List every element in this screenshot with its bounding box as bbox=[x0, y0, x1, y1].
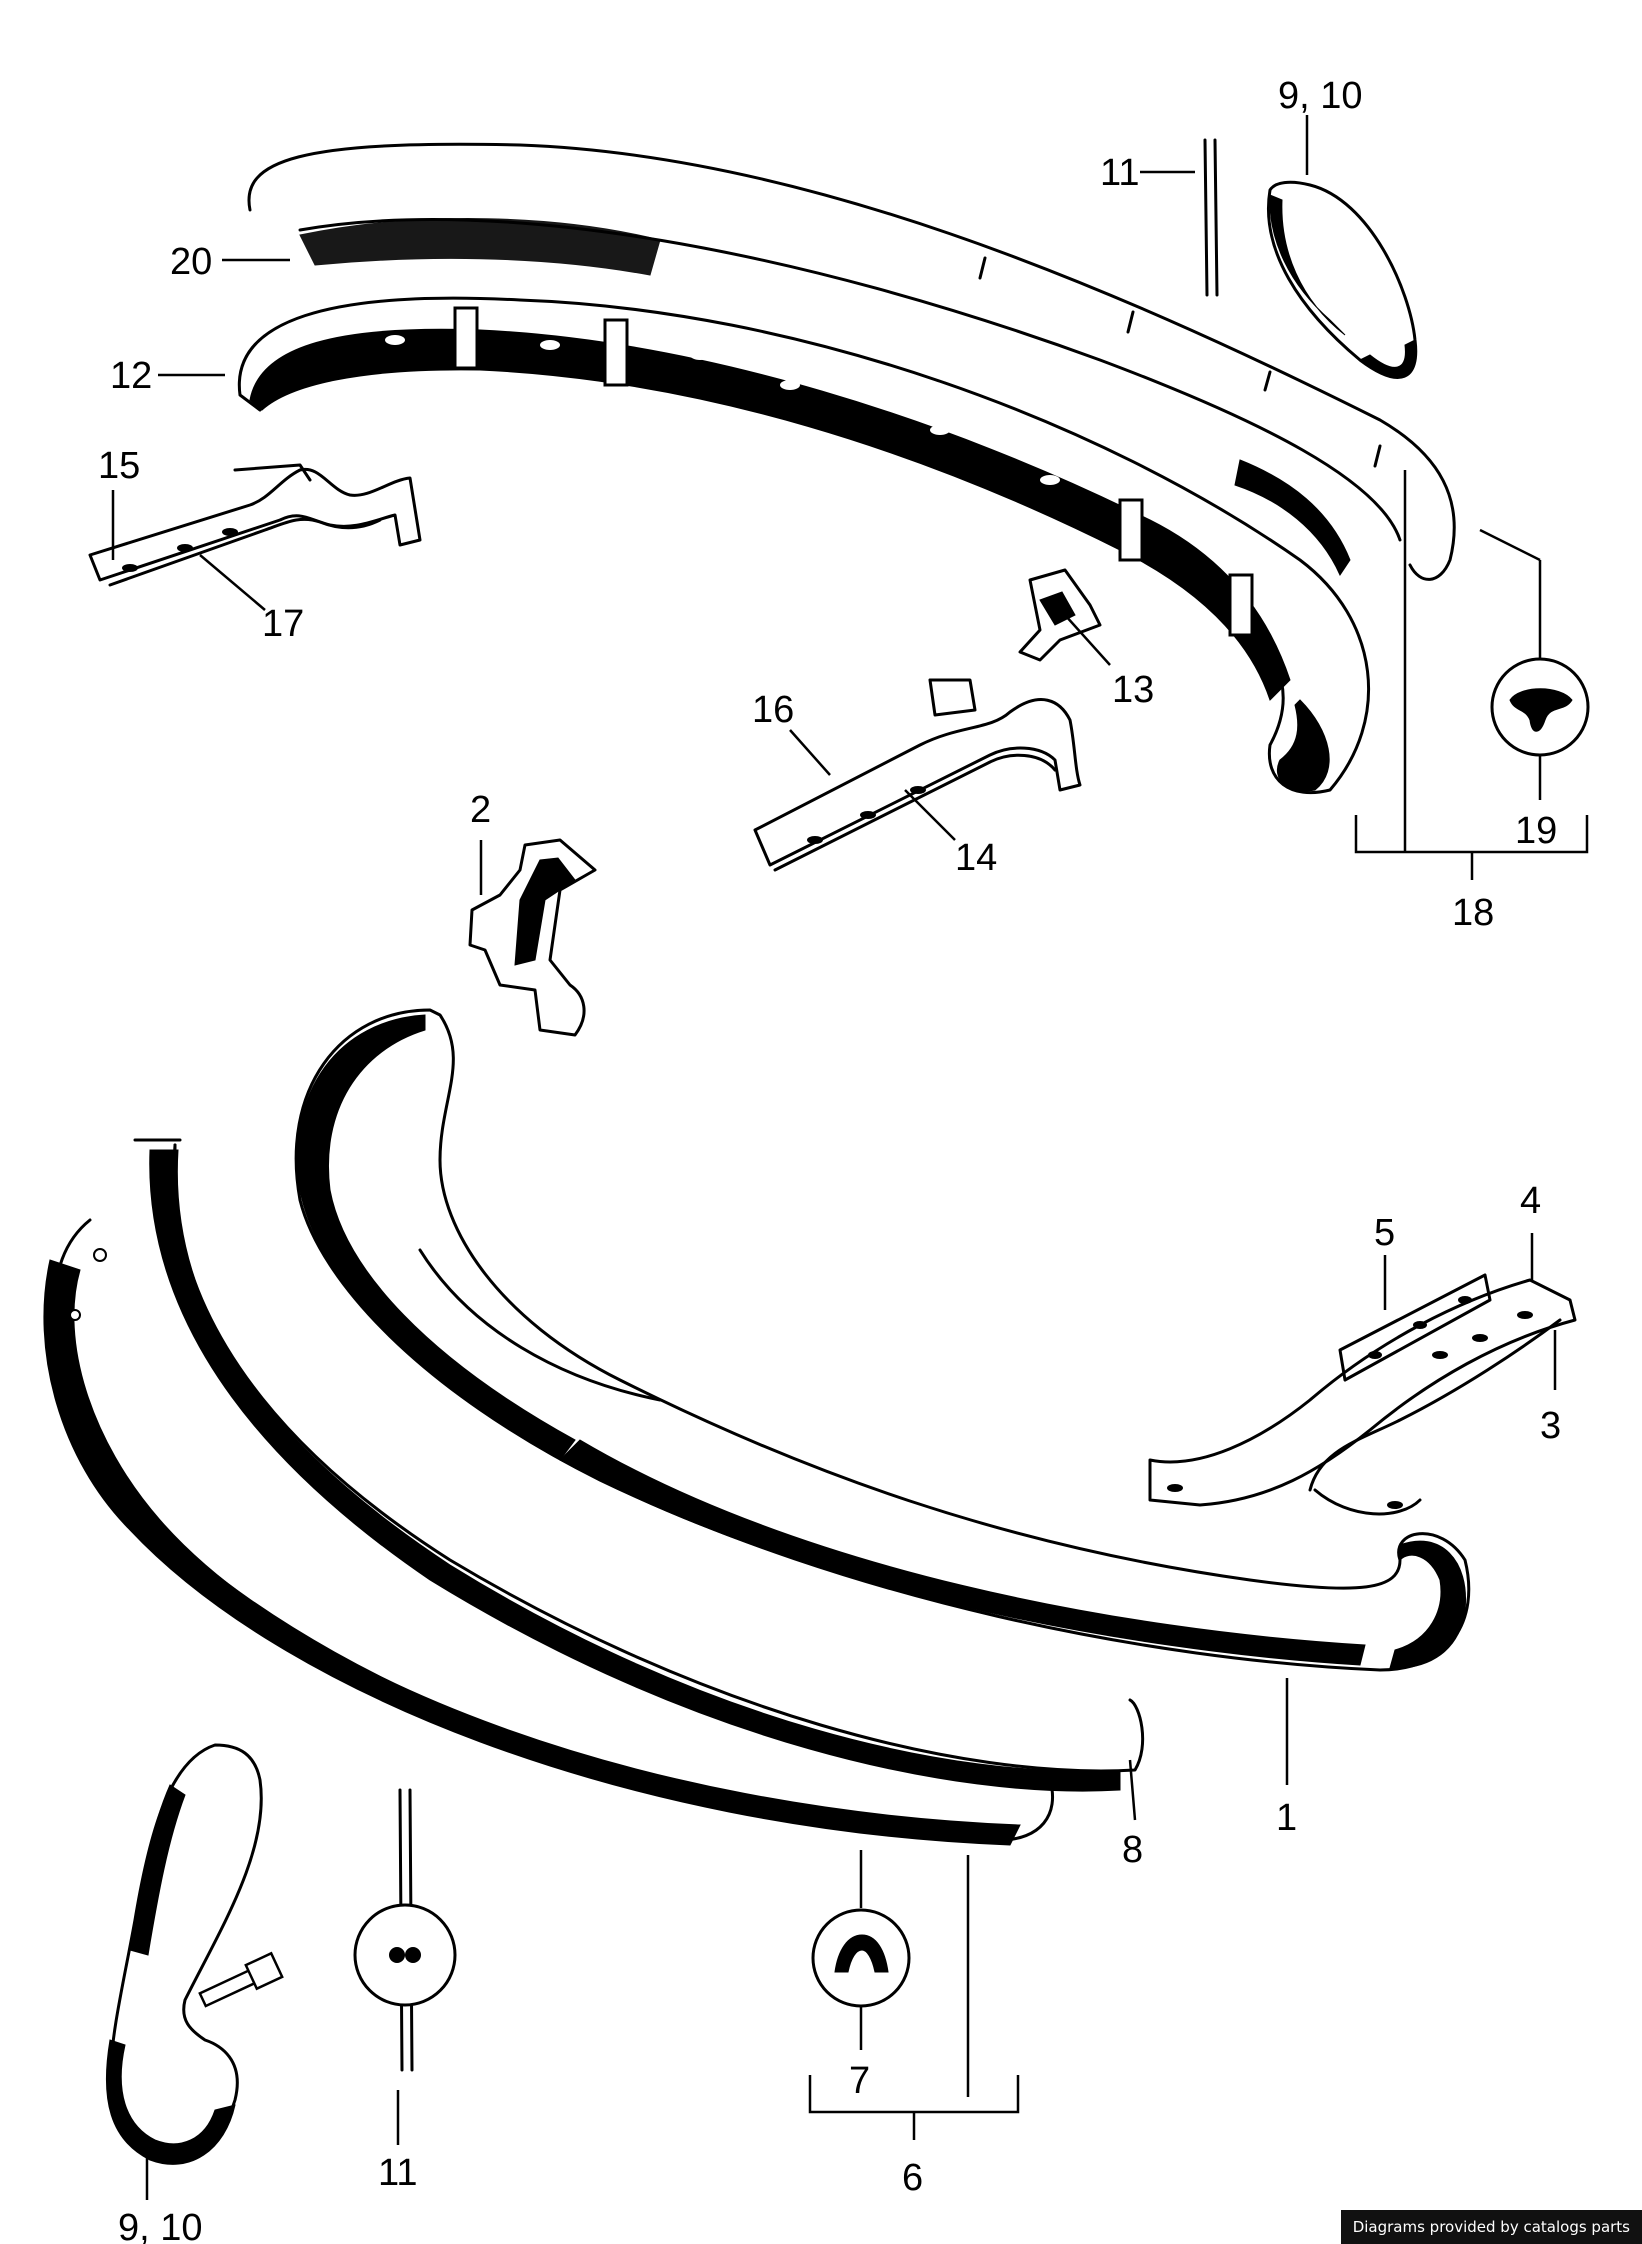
label-9-10-bottom: 9, 10 bbox=[118, 2207, 203, 2244]
label-11-top: 11 bbox=[1100, 152, 1139, 194]
label-9-10-top: 9, 10 bbox=[1278, 75, 1363, 117]
lower-bottom-bead bbox=[43, 1218, 1055, 1846]
bracket-plate bbox=[1338, 1273, 1492, 1382]
label-5: 5 bbox=[1374, 1212, 1395, 1254]
trim-bolts bbox=[978, 256, 1382, 468]
label-16: 16 bbox=[752, 689, 794, 731]
label-7: 7 bbox=[849, 2060, 870, 2102]
upper-bumper-blade bbox=[237, 296, 1371, 795]
end-cap-bottom bbox=[105, 1743, 284, 2165]
upper-bumper-trim-strip bbox=[247, 142, 1456, 581]
label-17: 17 bbox=[262, 603, 304, 645]
label-14: 14 bbox=[955, 837, 997, 879]
label-11-bottom: 11 bbox=[378, 2152, 417, 2194]
label-20: 20 bbox=[170, 241, 212, 283]
callout-labels: 9, 10 11 20 12 15 17 13 16 14 19 18 2 5 … bbox=[98, 75, 1561, 2244]
centre-bracket bbox=[468, 838, 597, 1037]
label-6: 6 bbox=[902, 2157, 923, 2199]
gasket-profile-circle-bottom bbox=[811, 1908, 911, 2008]
label-13: 13 bbox=[1112, 669, 1154, 711]
label-19: 19 bbox=[1515, 810, 1557, 852]
gasket-strip-bottom bbox=[353, 1788, 457, 2072]
gasket-strip-top bbox=[1203, 138, 1219, 297]
label-8: 8 bbox=[1122, 1829, 1143, 1871]
label-15: 15 bbox=[98, 445, 140, 487]
label-12: 12 bbox=[110, 355, 152, 397]
label-1: 1 bbox=[1276, 1797, 1297, 1839]
diagram-credit: Diagrams provided by catalogs parts bbox=[1340, 2210, 1642, 2244]
lower-bumper-blade bbox=[294, 1008, 1471, 1672]
bracket-clip bbox=[1018, 568, 1102, 662]
label-3: 3 bbox=[1540, 1405, 1561, 1447]
label-18: 18 bbox=[1452, 892, 1494, 934]
gasket-profile-circle-top bbox=[1490, 657, 1590, 757]
upper-right-bracket bbox=[753, 678, 1082, 872]
label-2: 2 bbox=[470, 789, 491, 831]
upper-left-bracket bbox=[88, 463, 422, 587]
label-4: 4 bbox=[1520, 1180, 1541, 1222]
end-cap-top bbox=[1267, 180, 1418, 379]
lower-right-bracket bbox=[1148, 1278, 1577, 1516]
leader-lines bbox=[111, 115, 1589, 2200]
lower-trim-strip bbox=[133, 1138, 1145, 1792]
